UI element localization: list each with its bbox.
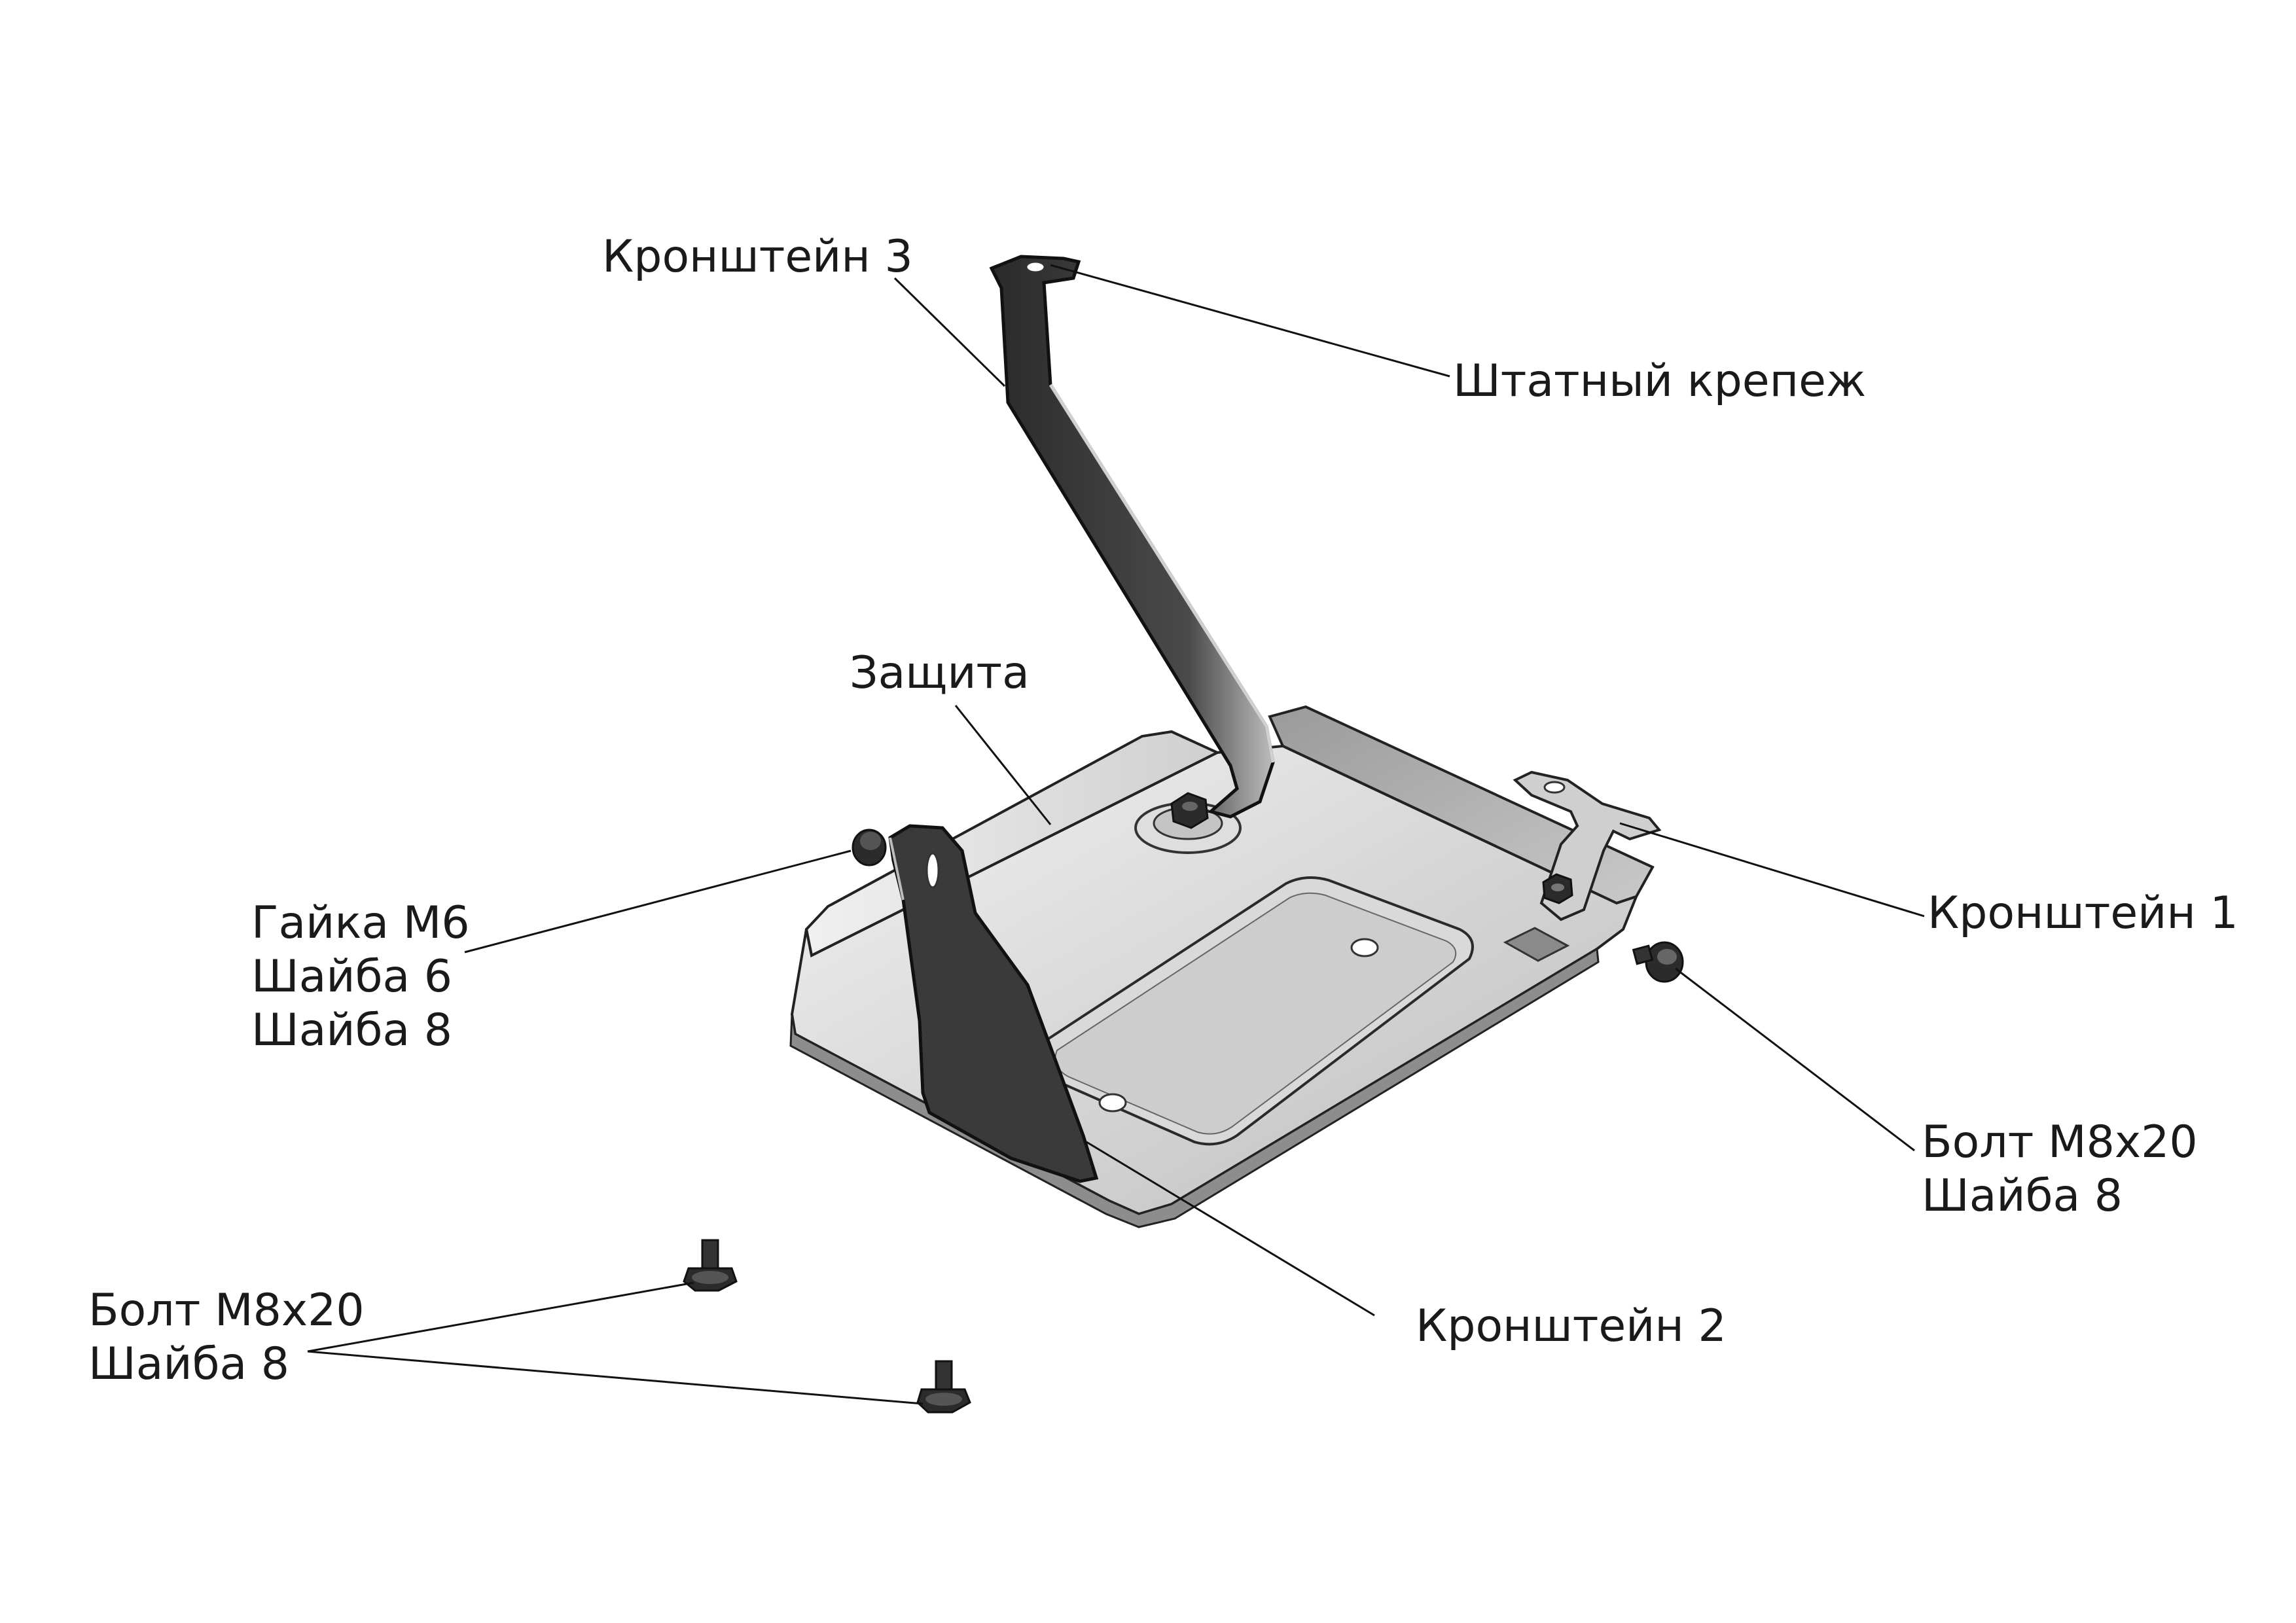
label-nut-m6: Гайка М6	[251, 897, 470, 949]
bolt-icon	[1632, 941, 1684, 983]
bracket-2	[888, 824, 1099, 1183]
nut-icon	[1170, 792, 1209, 829]
label-bracket-3: Кронштейн 3	[602, 231, 913, 283]
label-left-hardware: Гайка М6 Шайба 6 Шайба 8	[251, 897, 470, 1058]
label-bracket-1: Кронштейн 1	[1928, 887, 2238, 939]
label-right-hardware: Болт М8х20 Шайба 8	[1922, 1116, 2198, 1223]
nut-icon	[1542, 873, 1573, 904]
bracket-3	[989, 255, 1275, 819]
label-bracket-2: Кронштейн 2	[1416, 1300, 1727, 1352]
label-bolt-m8x20: Болт М8х20	[1922, 1116, 2198, 1168]
label-guard: Защита	[850, 647, 1030, 699]
bolt-icon	[683, 1239, 738, 1292]
label-washer-8: Шайба 8	[88, 1338, 290, 1390]
leader-lines	[307, 264, 1925, 1405]
label-bottom-hardware: Болт М8х20 Шайба 8	[88, 1284, 365, 1391]
bolt-icon	[916, 1360, 971, 1414]
label-standard-fastener: Штатный крепеж	[1453, 355, 1867, 407]
nut-icon	[852, 829, 887, 866]
label-bolt-m8x20: Болт М8х20	[88, 1285, 365, 1336]
label-washer-8: Шайба 8	[251, 1005, 453, 1056]
label-washer-6: Шайба 6	[251, 951, 453, 1003]
label-washer-8: Шайба 8	[1922, 1170, 2123, 1222]
